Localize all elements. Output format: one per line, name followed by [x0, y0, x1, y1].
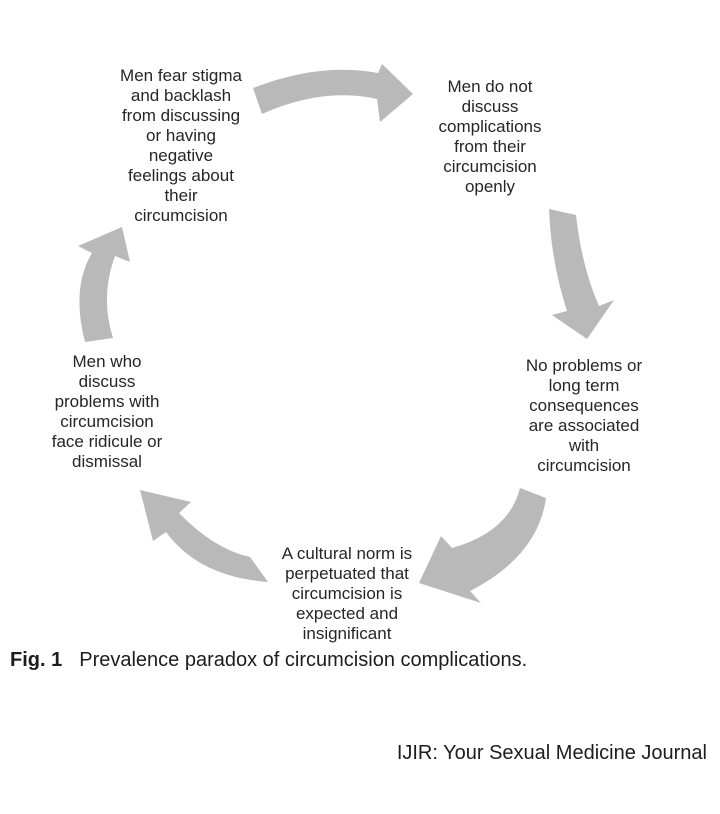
node-do-not-discuss: Men do not discuss complications from th… [438, 77, 542, 196]
arrow-left-icon [78, 227, 130, 342]
figure-caption-label: Fig. 1 [10, 649, 63, 671]
arrow-right-icon [549, 209, 614, 339]
figure-caption: Fig. 1 Prevalence paradox of circumcision… [10, 649, 527, 672]
figure-caption-text: Prevalence paradox of circumcision compl… [79, 649, 528, 671]
node-no-problems: No problems or long term consequences ar… [525, 356, 643, 475]
arrow-bottom-right-icon [419, 488, 546, 603]
arrow-bottom-left-icon [140, 490, 268, 582]
node-face-ridicule: Men who discuss problems with circumcisi… [51, 352, 163, 471]
node-cultural-norm: A cultural norm is perpetuated that circ… [281, 544, 413, 643]
node-fear-stigma: Men fear stigma and backlash from discus… [120, 66, 242, 225]
journal-footer: IJIR: Your Sexual Medicine Journal [396, 742, 707, 764]
arrow-top-icon [253, 64, 413, 122]
